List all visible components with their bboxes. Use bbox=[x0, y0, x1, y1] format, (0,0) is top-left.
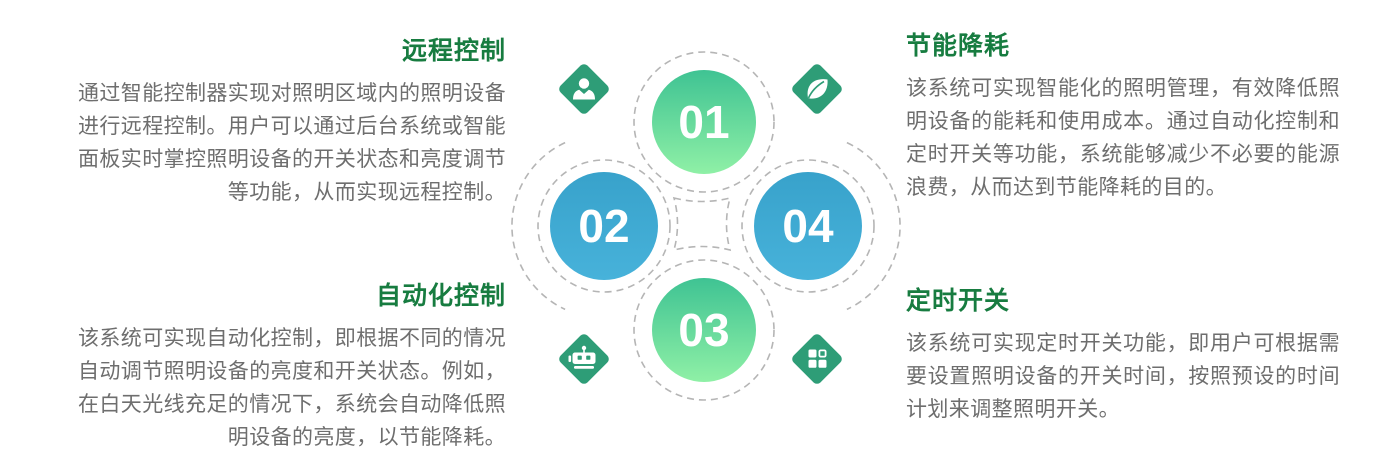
section-automation-control: 自动化控制 该系统可实现自动化控制，即根据不同的情况自动调节照明设备的亮度和开关… bbox=[78, 283, 506, 454]
step-number: 02 bbox=[578, 200, 629, 252]
section-energy-saving: 节能降耗 该系统可实现智能化的照明管理，有效降低照明设备的能耗和使用成本。通过自… bbox=[906, 33, 1340, 204]
section-title: 远程控制 bbox=[401, 37, 506, 65]
section-title: 定时开关 bbox=[906, 287, 1011, 315]
section-body: 该系统可实现定时开关功能，即用户可根据需要设置照明设备的开关时间，按照预设的时间… bbox=[906, 332, 1340, 421]
robot-icon bbox=[568, 345, 596, 369]
center-concave-square bbox=[672, 196, 732, 252]
step-number: 04 bbox=[782, 200, 834, 252]
step-circle-04[interactable]: 04 bbox=[754, 172, 862, 280]
section-title: 自动化控制 bbox=[375, 282, 506, 310]
user-icon bbox=[573, 78, 595, 100]
step-circle-03[interactable]: 03 bbox=[652, 278, 756, 382]
outer-arc-right bbox=[846, 141, 901, 311]
outer-arc-left bbox=[511, 141, 566, 311]
leaf-icon bbox=[807, 79, 828, 99]
diamond-robot bbox=[559, 334, 609, 384]
four-step-flower-diagram: 01 02 03 04 bbox=[511, 51, 901, 401]
diamond-user bbox=[559, 64, 609, 114]
diamond-leaf bbox=[792, 64, 842, 114]
section-timed-switch: 定时开关 该系统可实现定时开关功能，即用户可根据需要设置照明设备的开关时间，按照… bbox=[906, 288, 1340, 426]
dashed-rings bbox=[511, 51, 901, 401]
step-circle-01[interactable]: 01 bbox=[652, 70, 756, 174]
section-body: 通过智能控制器实现对照明区域内的照明设备进行远程控制。用户可以通过后台系统或智能… bbox=[78, 82, 506, 204]
diamond-grid bbox=[792, 334, 842, 384]
section-title: 节能降耗 bbox=[906, 32, 1011, 60]
step-number: 01 bbox=[678, 96, 729, 148]
section-body: 该系统可实现智能化的照明管理，有效降低照明设备的能耗和使用成本。通过自动化控制和… bbox=[906, 77, 1340, 199]
section-remote-control: 远程控制 通过智能控制器实现对照明区域内的照明设备进行远程控制。用户可以通过后台… bbox=[78, 38, 506, 209]
section-body: 该系统可实现自动化控制，即根据不同的情况自动调节照明设备的亮度和开关状态。例如，… bbox=[78, 327, 506, 449]
step-circle-02[interactable]: 02 bbox=[550, 172, 658, 280]
grid-icon bbox=[808, 349, 827, 368]
step-number: 03 bbox=[678, 304, 729, 356]
